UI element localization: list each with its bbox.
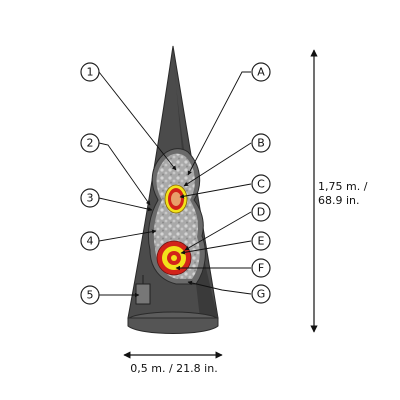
- callout-f-text: F: [258, 262, 264, 275]
- callout-g-text: G: [257, 288, 266, 301]
- callout-c: C: [251, 174, 271, 194]
- callout-5-text: 5: [87, 289, 94, 302]
- callout-3-text: 3: [87, 192, 94, 205]
- arming-device: [135, 275, 151, 305]
- callout-a: A: [251, 62, 271, 82]
- callout-g: G: [251, 284, 271, 304]
- callout-1-text: 1: [87, 66, 94, 79]
- primary-stage: [164, 184, 188, 214]
- callout-c-text: C: [257, 178, 265, 191]
- height-dimension-text-line2: 68.9 in.: [318, 194, 360, 207]
- callout-d: D: [251, 202, 271, 222]
- callout-2-text: 2: [87, 137, 94, 150]
- callout-5: 5: [80, 285, 100, 305]
- callout-4-text: 4: [87, 235, 94, 248]
- callout-2: 2: [80, 133, 100, 153]
- width-dimension: 0,5 m. / 21.8 in.: [123, 351, 223, 375]
- cutaway-interior: [135, 148, 206, 305]
- height-dimension: 1,75 m. / 68.9 in.: [310, 49, 368, 333]
- callout-e: E: [251, 231, 271, 251]
- leader-lines: [98, 71, 252, 298]
- callout-f: F: [251, 258, 271, 278]
- callout-d-text: D: [257, 206, 265, 219]
- callout-b: B: [251, 133, 271, 153]
- height-dimension-text-line1: 1,75 m. /: [318, 180, 368, 193]
- callout-b-text: B: [257, 137, 265, 150]
- callout-e-text: E: [258, 235, 265, 248]
- callout-a-text: A: [257, 66, 265, 79]
- callout-4: 4: [80, 231, 100, 251]
- callout-3: 3: [80, 188, 100, 208]
- callout-1: 1: [80, 62, 100, 82]
- secondary-stage: [156, 240, 192, 276]
- width-dimension-text: 0,5 m. / 21.8 in.: [130, 362, 217, 375]
